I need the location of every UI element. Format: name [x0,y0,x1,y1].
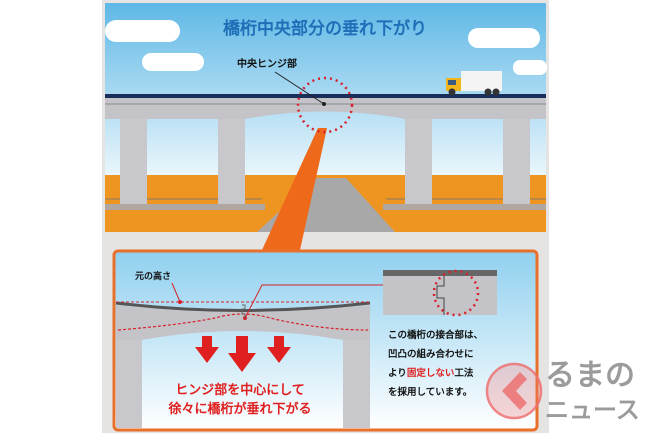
joint-text: この橋桁の接合部は、 凹凸の組み合わせに より固定しない工法 を採用しています。 [388,329,483,398]
down-arrows [195,336,291,372]
bridge-deck [105,98,546,119]
watermark-line2: ニュース [545,396,640,424]
joint-detail [383,269,497,317]
joint-text-line3-b: 固定しない [407,367,455,379]
diagram-title: 橋桁中央部分の垂れ下がり [223,18,427,39]
joint-text-line2: 凹凸の組み合わせに [388,348,474,360]
piers [120,116,530,204]
hinge-highlight-circle [296,76,354,134]
joint-text-line4: を採用しています。 [388,386,472,398]
watermark-logo: るまの ニュース [485,358,640,424]
joint-text-line1: この橋桁の接合部は、 [388,329,483,341]
original-height-label: 元の高さ [135,270,171,282]
sag-text-line2: 徐々に橋桁が垂れ下がる [167,401,311,417]
sagging-girder [116,305,370,340]
top-scene: 橋桁中央部分の垂れ下がり 中央ヒンジ部 [105,3,547,250]
deck-rail [105,94,546,98]
joint-text-line3-c: 工法 [454,367,474,379]
hinge-label: 中央ヒンジ部 [237,57,297,70]
watermark-line1: るまの [545,358,635,393]
joint-text-line3-a: より [388,368,407,379]
sag-text-line1: ヒンジ部を中心にして [175,382,305,398]
clouds [105,20,547,75]
joint-text-line3: より固定しない工法 [388,367,474,379]
detail-box: ヒンジ部を中心にして 徐々に橋桁が垂れ下がる 元の高さ [112,249,539,432]
callout-beam [262,128,327,250]
truck-icon [446,71,502,96]
